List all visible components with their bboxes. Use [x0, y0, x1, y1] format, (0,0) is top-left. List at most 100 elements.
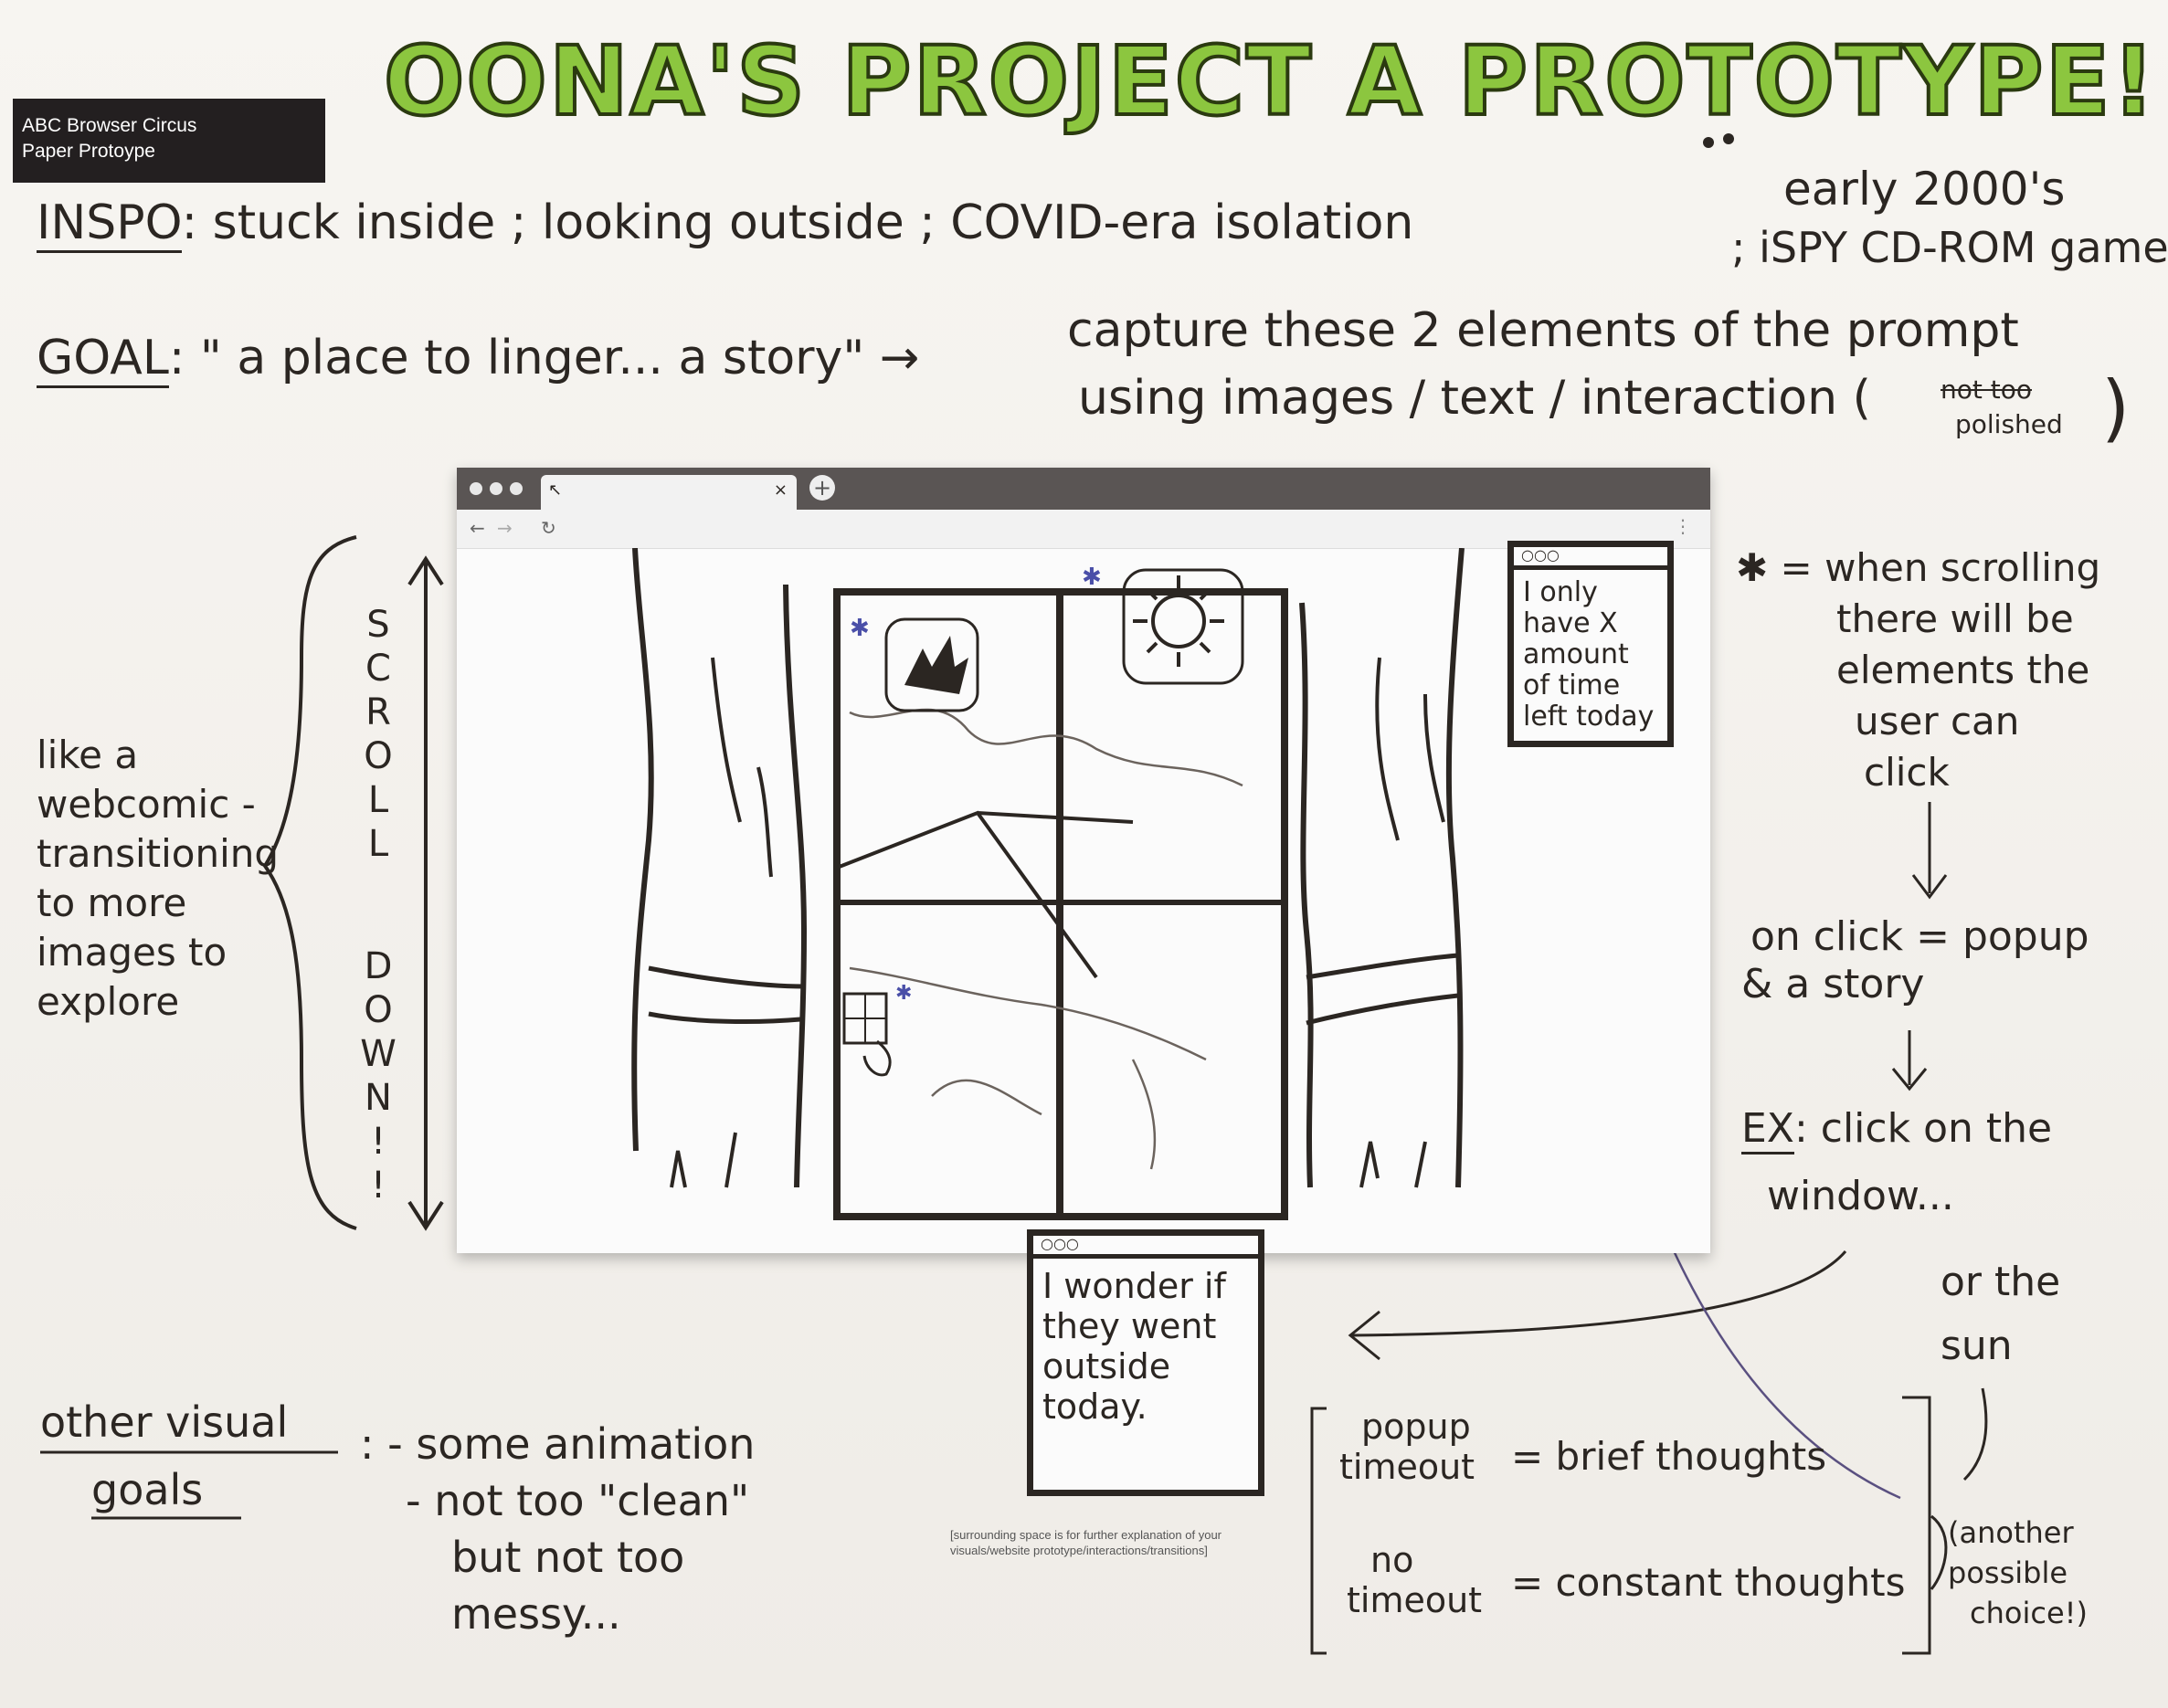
example-text: : click on the: [1793, 1105, 2053, 1152]
curtain-tie-right: [1306, 953, 1459, 1026]
right-note-line: click: [1864, 750, 1950, 795]
scroll-letter: L: [367, 779, 389, 821]
close-icon[interactable]: ×: [773, 480, 788, 500]
left-brace: [262, 535, 357, 1230]
right-note-or-the: or the: [1941, 1259, 2061, 1305]
menu-icon[interactable]: ⋮: [1674, 515, 1692, 537]
mountain: [836, 810, 1134, 979]
scroll-letter: C: [365, 648, 391, 690]
choice-line: (another: [1948, 1515, 2074, 1550]
bracket-left: [1310, 1407, 1327, 1655]
popup-time-left[interactable]: ○○○ I only have X amount of time left to…: [1507, 541, 1674, 747]
sun-rays: [1133, 575, 1224, 667]
reload-icon[interactable]: ↻: [541, 517, 556, 539]
left-note-line: transitioning: [37, 831, 280, 876]
scroll-letter: D: [364, 945, 393, 987]
example-label: EX: [1741, 1105, 1794, 1154]
popup-timeout-line: timeout: [1339, 1447, 1475, 1487]
scroll-letter: L: [367, 823, 389, 865]
star-icon: ✱: [850, 615, 870, 642]
scroll-letter: !: [370, 1121, 386, 1163]
sun-icon: [1151, 594, 1206, 648]
star-icon: ✱: [895, 982, 912, 1005]
popup-timeout-line: popup: [1361, 1407, 1471, 1447]
other-visual-label: other visual: [40, 1397, 289, 1447]
popup-titlebar: ○○○: [1033, 1236, 1258, 1259]
right-note-line: elements the: [1836, 648, 2090, 692]
choice-line: choice!): [1970, 1596, 2088, 1630]
small-window-grid: [844, 994, 886, 1043]
brief-thoughts: = brief thoughts: [1511, 1434, 1827, 1479]
scene-drawing: ✱ ✱ ✱: [631, 548, 1465, 1220]
new-tab-icon[interactable]: +: [809, 475, 835, 501]
inspo-early-2000s: early 2000's: [1783, 163, 2066, 216]
popup-text: I wonder if they went outside today.: [1042, 1266, 1226, 1427]
browser-window: ↖ × + ← → ↻ ⋮: [457, 468, 1710, 1253]
no-timeout-line: timeout: [1347, 1580, 1483, 1620]
right-note-window: window...: [1767, 1173, 1954, 1219]
goal-polished: polished: [1955, 409, 2063, 439]
right-note-story: & a story: [1741, 961, 1925, 1007]
scroll-letter: W: [360, 1033, 397, 1075]
bracket-choice: [1930, 1514, 1948, 1590]
right-note-on-click: on click = popup: [1750, 913, 2089, 960]
another-choice-note: (another possible choice!): [1948, 1513, 2088, 1633]
window-dot: [510, 482, 523, 495]
bracket-right: [1902, 1396, 1931, 1655]
window-dot: [490, 482, 502, 495]
curtain-tie-left: [648, 965, 805, 1024]
scroll-letter: O: [364, 735, 393, 777]
goal-label: GOAL: [37, 331, 169, 388]
right-note-line: ✱ = when scrolling: [1736, 545, 2101, 590]
page-title: OONA'S PROJECT A PROTOTYPE!!: [382, 24, 2168, 139]
inspo-text: : stuck inside ; looking outside ; COVID…: [181, 195, 1414, 250]
curtain-fold-left: [711, 657, 773, 878]
sky-scribble: [849, 708, 1243, 787]
right-note-line: user can: [1855, 699, 2020, 743]
popup-went-outside[interactable]: ○○○ I wonder if they went outside today.: [1027, 1229, 1264, 1496]
ground-scribble: [849, 966, 1207, 1170]
leaf-icon: [904, 636, 968, 694]
browser-toolbar: ← → ↻ ⋮: [457, 510, 1710, 549]
left-note-line: to more: [37, 880, 187, 925]
goal-item: : - some animation: [360, 1419, 756, 1469]
scroll-down-text: S C R O L L D O W N ! !: [360, 603, 397, 1207]
star-icon: ✱: [1082, 564, 1102, 591]
forward-icon[interactable]: →: [497, 517, 513, 539]
popup-timeout-label: popup timeout: [1339, 1407, 1475, 1487]
template-caption: [surrounding space is for further explan…: [950, 1527, 1221, 1558]
goal-using: using images / text / interaction (: [1078, 371, 1871, 426]
right-note-line: there will be: [1836, 596, 2074, 641]
goal-item: messy...: [451, 1589, 621, 1639]
title-dot: [1703, 137, 1714, 148]
leaf-icon-frame: [884, 617, 979, 712]
popup-titlebar: ○○○: [1514, 547, 1667, 570]
window-dot: [470, 482, 482, 495]
scroll-arrow-top: [407, 555, 444, 586]
left-note-line: explore: [37, 979, 180, 1024]
goal-close-paren: ): [2101, 365, 2131, 450]
caption-line: [surrounding space is for further explan…: [950, 1528, 1222, 1542]
curtain-right: [1445, 548, 1465, 1188]
browser-tab[interactable]: ↖ ×: [541, 475, 797, 510]
arrow-down-1-head: [1911, 874, 1948, 900]
title-dot: [1723, 133, 1734, 144]
template-label-line2: Paper Protoype: [22, 141, 155, 162]
right-note-example: EX: click on the: [1741, 1105, 2053, 1154]
grass-left: [670, 1132, 737, 1188]
inspo-label: INSPO: [37, 195, 182, 253]
goal-strike: not too: [1941, 374, 2032, 405]
back-icon[interactable]: ←: [470, 517, 485, 539]
right-note-top: ✱ = when scrolling there will be element…: [1736, 543, 2100, 798]
scroll-letter: R: [365, 691, 391, 733]
curtain-right-inner: [1299, 602, 1314, 1188]
goal-capture: capture these 2 elements of the prompt: [1067, 303, 2019, 358]
browser-titlebar: ↖ × +: [457, 468, 1710, 510]
scroll-letter: N: [365, 1077, 392, 1119]
no-timeout-line: no: [1370, 1540, 1414, 1580]
template-label-line1: ABC Browser Circus: [22, 115, 197, 136]
arrow-down-2-head: [1891, 1068, 1928, 1091]
goal-using-text: using images / text / interaction (: [1078, 371, 1871, 426]
caption-line: visuals/website prototype/interactions/t…: [950, 1544, 1208, 1557]
